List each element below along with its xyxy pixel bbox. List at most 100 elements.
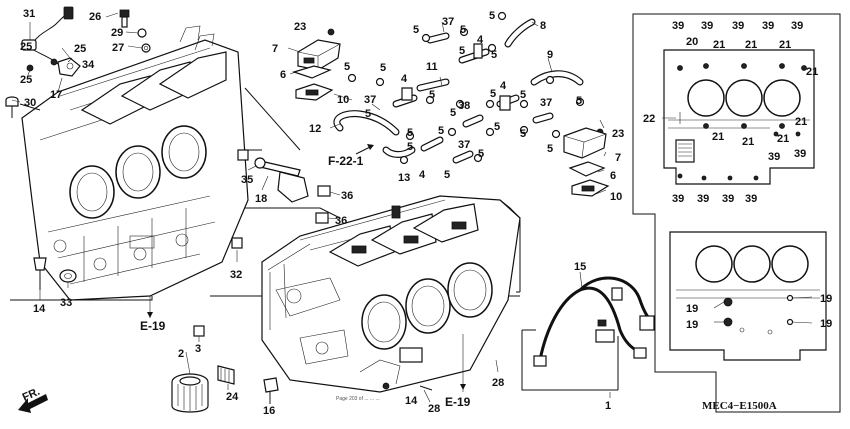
callout-38: 38	[458, 100, 470, 112]
front-arrow-icon	[18, 394, 48, 413]
callout-19a: 19	[686, 303, 698, 315]
callout-21b: 21	[745, 39, 757, 51]
callout-21c: 21	[779, 39, 791, 51]
callout-37a: 37	[364, 94, 376, 106]
callout-39c: 39	[732, 20, 744, 32]
callout-22: 22	[643, 113, 655, 125]
callout-9: 9	[547, 49, 553, 61]
callout-5n: 5	[494, 121, 500, 133]
callout-5h: 5	[491, 49, 497, 61]
callout-5k: 5	[490, 88, 496, 100]
callout-23b: 23	[612, 128, 624, 140]
callout-5c: 5	[365, 108, 371, 120]
callout-21h: 21	[795, 116, 807, 128]
callout-5m: 5	[576, 95, 582, 107]
callout-6a: 6	[280, 69, 286, 81]
fine-print: Page 203 of ... ... ...	[336, 396, 380, 402]
callout-5t: 5	[478, 148, 484, 160]
callout-37c: 37	[540, 97, 552, 109]
callout-39k: 39	[745, 193, 757, 205]
callout-10a: 10	[337, 94, 349, 106]
callout-5f: 5	[459, 45, 465, 57]
callout-5i: 5	[429, 89, 435, 101]
callout-20: 20	[686, 36, 698, 48]
callout-39f: 39	[768, 151, 780, 163]
callout-39j: 39	[722, 193, 734, 205]
callout-39b: 39	[701, 20, 713, 32]
leader-lines	[11, 12, 813, 404]
callout-14b: 14	[405, 395, 418, 407]
callout-8: 8	[540, 20, 546, 32]
callout-5o: 5	[520, 128, 526, 140]
hose-group	[333, 11, 585, 165]
callout-19c: 19	[820, 293, 832, 305]
callout-5g: 5	[489, 10, 495, 22]
lower-crankcase-center	[261, 195, 521, 393]
callout-39a: 39	[672, 20, 684, 32]
callout-4c: 4	[500, 80, 507, 92]
callout-5p: 5	[438, 125, 444, 137]
callout-21a: 21	[713, 39, 725, 51]
callout-31: 31	[23, 8, 35, 20]
callout-5s: 5	[444, 169, 450, 181]
callout-4b: 4	[477, 34, 484, 46]
diagram-code: MEC4−E1500A	[702, 400, 777, 412]
callout-3: 3	[195, 343, 201, 355]
callout-13: 13	[398, 172, 410, 184]
small-parts-lower-left	[33, 257, 433, 413]
callout-18: 18	[255, 193, 267, 205]
callout-25a: 25	[20, 41, 32, 53]
callout-39e: 39	[791, 20, 803, 32]
callout-5q: 5	[407, 127, 413, 139]
callout-29: 29	[111, 27, 123, 39]
callout-24: 24	[226, 391, 239, 403]
callout-21e: 21	[712, 131, 724, 143]
callout-21g: 21	[777, 133, 789, 145]
callout-15: 15	[574, 261, 586, 273]
callout-7a: 7	[272, 43, 278, 55]
ref-e19-left: E-19	[140, 319, 166, 333]
reference-labels: E-19 E-19 F-22-1	[140, 144, 471, 409]
callout-5r: 5	[407, 141, 413, 153]
callout-28b: 28	[492, 377, 504, 389]
air-valve-left	[292, 28, 341, 101]
callout-30: 30	[24, 97, 36, 109]
callout-12: 12	[309, 123, 321, 135]
callout-27: 27	[112, 42, 124, 54]
callout-19d: 19	[820, 318, 832, 330]
callout-34: 34	[82, 59, 95, 71]
callout-5l: 5	[520, 89, 526, 101]
callout-39i: 39	[697, 193, 709, 205]
callout-5j: 5	[450, 107, 456, 119]
callout-36b: 36	[335, 215, 347, 227]
callout-33: 33	[60, 297, 72, 309]
ref-f22: F-22-1	[328, 154, 364, 168]
callout-39d: 39	[762, 20, 774, 32]
callout-14a: 14	[33, 303, 46, 315]
callout-11: 11	[426, 61, 438, 73]
ref-e19-right: E-19	[445, 395, 471, 409]
callout-17: 17	[50, 89, 62, 101]
callout-5b: 5	[380, 62, 386, 74]
callout-4a: 4	[401, 73, 408, 85]
callout-5a: 5	[344, 61, 350, 73]
callout-16: 16	[263, 405, 275, 417]
callout-25c: 25	[74, 43, 86, 55]
callout-32: 32	[230, 269, 242, 281]
callout-19b: 19	[686, 319, 698, 331]
callout-2: 2	[178, 348, 184, 360]
callout-35: 35	[241, 174, 253, 186]
sensor-group-top-left	[5, 6, 151, 118]
callout-labels: 31 26 29 27 25 25 25 34 17 30 23 7 6 10 …	[20, 8, 832, 417]
callout-37b: 37	[442, 16, 454, 28]
callout-5d: 5	[413, 24, 419, 36]
callout-25b: 25	[20, 74, 32, 86]
callout-23a: 23	[294, 21, 306, 33]
callout-1: 1	[605, 400, 611, 412]
callout-4d: 4	[419, 169, 426, 181]
callout-21d: 21	[806, 66, 818, 78]
callout-28a: 28	[428, 403, 440, 415]
air-valve-right	[563, 127, 610, 197]
